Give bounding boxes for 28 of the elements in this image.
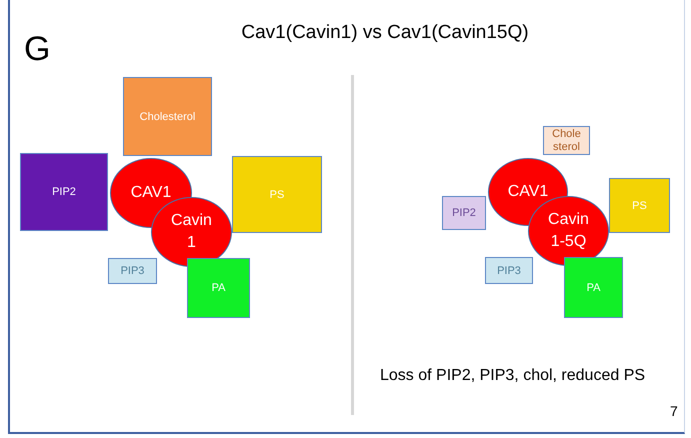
- lipid-label: PS: [270, 188, 284, 200]
- note-text: Loss of PIP2, PIP3, chol, reduced PS: [380, 367, 646, 385]
- protein-label: Cavin 1-5Q: [547, 210, 590, 252]
- lipid-label: Cholesterol: [140, 110, 196, 122]
- lipid-label: PA: [212, 282, 226, 294]
- lipid-box: [187, 258, 250, 318]
- panel-letter: G: [24, 30, 50, 69]
- lipid-box: [232, 156, 322, 233]
- lipid-box: [485, 257, 533, 284]
- lipid-box: [20, 153, 108, 231]
- lipid-box: [543, 126, 590, 155]
- slide-title: Cav1(Cavin1) vs Cav1(Cavin15Q): [240, 22, 530, 44]
- protein-label: Cavin 1: [170, 211, 213, 253]
- lipid-label: PIP2: [52, 186, 76, 198]
- lipid-box: [442, 196, 486, 230]
- lipid-label: PIP3: [497, 264, 521, 276]
- lipid-label: PA: [586, 282, 600, 294]
- lipid-label: Chole sterol: [551, 128, 582, 153]
- protein-label: CAV1: [508, 182, 548, 202]
- lipid-label: PIP3: [120, 265, 144, 277]
- lipid-label: PS: [632, 200, 647, 212]
- page-number: 7: [670, 403, 678, 419]
- lipid-box: [564, 257, 623, 318]
- lipid-box: [108, 258, 157, 284]
- protein-label: CAV1: [130, 183, 172, 204]
- lipid-label: PIP2: [452, 207, 476, 219]
- lipid-box: [123, 77, 212, 156]
- lipid-box: [609, 178, 670, 233]
